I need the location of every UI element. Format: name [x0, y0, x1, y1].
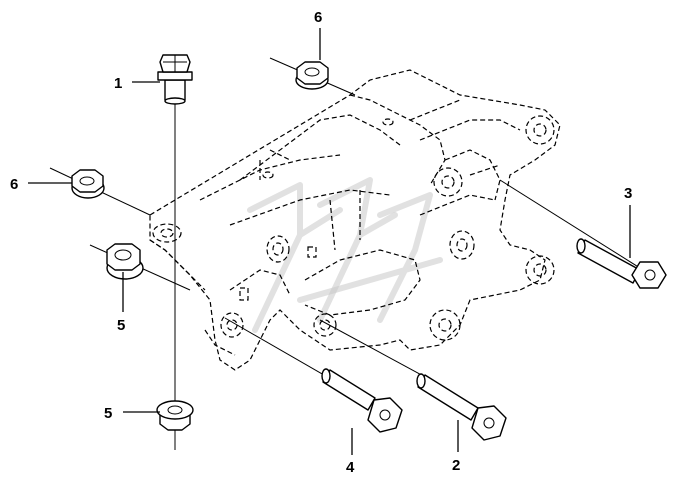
callout-labels: 1 6 6 3 5 5 4 2 [10, 9, 632, 476]
bolt-right [576, 238, 667, 289]
flange-nut-left-upper [71, 169, 105, 199]
callout-6-left: 6 [10, 176, 18, 193]
flange-nut-bottom [156, 400, 194, 431]
callout-1: 1 [114, 75, 122, 92]
bolt-lower-left [321, 368, 403, 433]
flange-nut-top [295, 61, 329, 90]
bolt-lower-right [416, 373, 507, 441]
callout-5-left: 5 [117, 317, 125, 334]
callout-5-bottom: 5 [104, 405, 112, 422]
flange-nut-left [106, 243, 144, 280]
callout-3: 3 [624, 185, 632, 202]
bracket-housing [149, 69, 561, 371]
leader-lines [28, 28, 631, 455]
callout-6-top: 6 [314, 9, 322, 26]
bolt-vertical [157, 54, 193, 105]
callout-2: 2 [452, 457, 460, 474]
watermark-logo [247, 177, 443, 333]
callout-4: 4 [346, 459, 355, 476]
